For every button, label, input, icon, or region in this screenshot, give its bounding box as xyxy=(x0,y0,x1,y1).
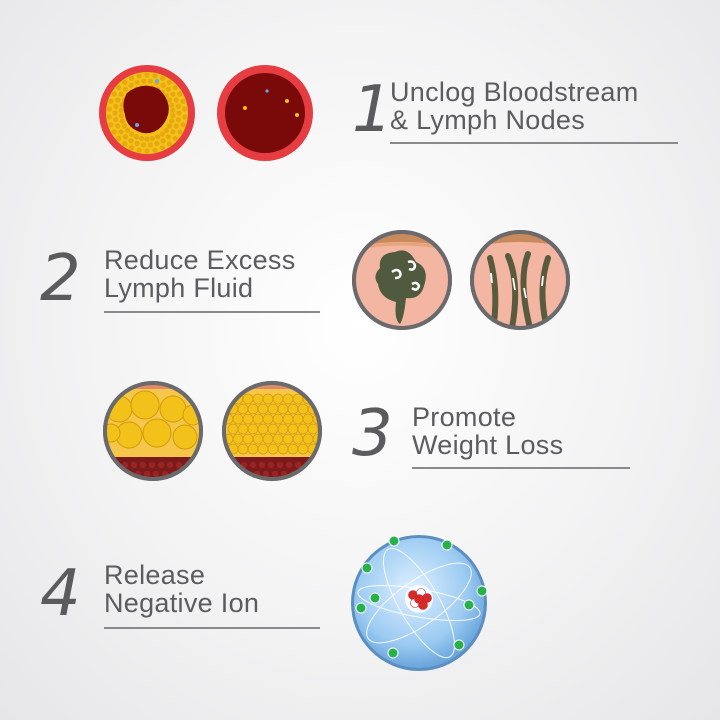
benefit-label-line2: & Lymph Nodes xyxy=(390,105,585,135)
benefit-number: 4 xyxy=(40,557,81,631)
underline xyxy=(412,467,630,469)
benefit-label-line1: Unclog Bloodstream xyxy=(390,77,639,107)
fat-cells-after-icon xyxy=(222,381,322,481)
benefit-label-line1: Release xyxy=(104,560,206,590)
benefit-number: 1 xyxy=(352,73,393,147)
lymph-vessels-icon xyxy=(470,230,570,330)
benefit-number: 3 xyxy=(352,397,393,471)
benefit-label-line2: Lymph Fluid xyxy=(104,273,254,303)
underline xyxy=(390,142,678,144)
benefit-number: 2 xyxy=(40,242,81,316)
fat-cells-before-icon xyxy=(103,381,203,481)
lymph-blockage-icon xyxy=(352,230,452,330)
benefit-label-line2: Negative Ion xyxy=(104,588,260,618)
atom-ion-icon xyxy=(351,535,488,671)
clear-vessel-icon xyxy=(217,65,313,161)
benefit-label-line1: Promote xyxy=(412,402,517,432)
benefit-label-line1: Reduce Excess xyxy=(104,245,296,275)
benefit-label-line2: Weight Loss xyxy=(412,430,564,460)
underline xyxy=(104,627,320,629)
clogged-vessel-icon xyxy=(99,65,195,161)
underline xyxy=(104,311,320,313)
